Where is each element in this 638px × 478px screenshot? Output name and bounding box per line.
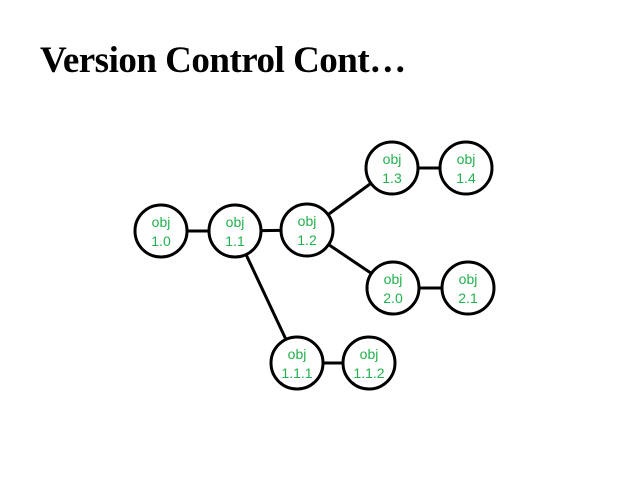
- node-label-version: 1.1: [225, 233, 245, 249]
- node-label-top: obj: [457, 151, 476, 167]
- page-title: Version Control Cont…: [40, 40, 406, 81]
- node-label-version: 1.3: [382, 170, 402, 186]
- node-label-version: 1.2: [297, 232, 317, 248]
- node-label-top: obj: [384, 271, 403, 287]
- node-obj-1.0: obj 1.0: [133, 203, 189, 259]
- node-label-version: 2.0: [383, 290, 403, 306]
- node-label-top: obj: [383, 151, 402, 167]
- node-circle: [279, 202, 335, 258]
- node-label-version: 1.1.1: [281, 365, 312, 381]
- node-label-version: 1.0: [151, 233, 171, 249]
- node-label-version: 1.1.2: [353, 365, 384, 381]
- node-circle: [269, 335, 325, 391]
- node-obj-1.1: obj 1.1: [207, 203, 263, 259]
- node-circle: [207, 203, 263, 259]
- node-obj-2.0: obj 2.0: [365, 260, 421, 316]
- node-obj-1.1.1: obj 1.1.1: [269, 335, 325, 391]
- node-obj-1.2: obj 1.2: [279, 202, 335, 258]
- node-label-version: 1.4: [456, 170, 476, 186]
- node-label-version: 2.1: [458, 290, 478, 306]
- node-label-top: obj: [459, 271, 478, 287]
- node-circle: [365, 260, 421, 316]
- node-circle: [364, 140, 420, 196]
- node-obj-1.1.2: obj 1.1.2: [341, 335, 397, 391]
- node-label-top: obj: [152, 214, 171, 230]
- node-obj-2.1: obj 2.1: [440, 260, 496, 316]
- node-circle: [133, 203, 189, 259]
- node-label-top: obj: [226, 214, 245, 230]
- node-circle: [438, 140, 494, 196]
- node-obj-1.3: obj 1.3: [364, 140, 420, 196]
- node-obj-1.4: obj 1.4: [438, 140, 494, 196]
- node-label-top: obj: [288, 346, 307, 362]
- node-label-top: obj: [360, 346, 379, 362]
- node-label-top: obj: [298, 213, 317, 229]
- node-circle: [440, 260, 496, 316]
- node-circle: [341, 335, 397, 391]
